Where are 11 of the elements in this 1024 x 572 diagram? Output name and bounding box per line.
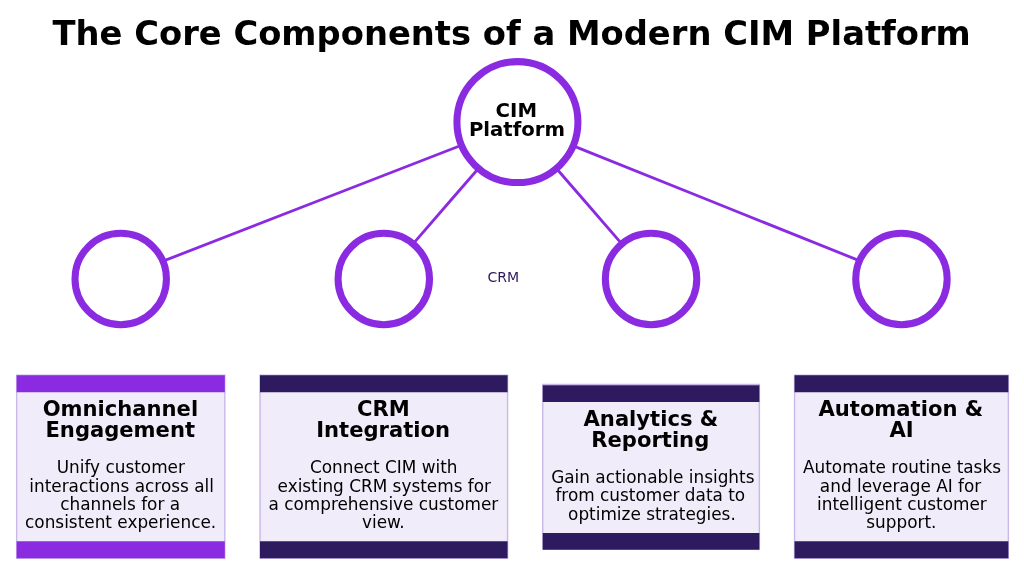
connector <box>162 143 462 263</box>
node-circle <box>71 229 170 329</box>
node-circle <box>334 229 433 329</box>
connector <box>554 167 623 245</box>
node-circle <box>851 229 951 329</box>
node-circle <box>601 229 700 329</box>
connector <box>411 167 479 245</box>
label: CRM <box>487 269 519 286</box>
connector <box>572 144 860 262</box>
node-circle: CIM Platform <box>452 58 581 187</box>
diagram-title: The Core Components of a Modern CIM Platform <box>52 14 971 54</box>
